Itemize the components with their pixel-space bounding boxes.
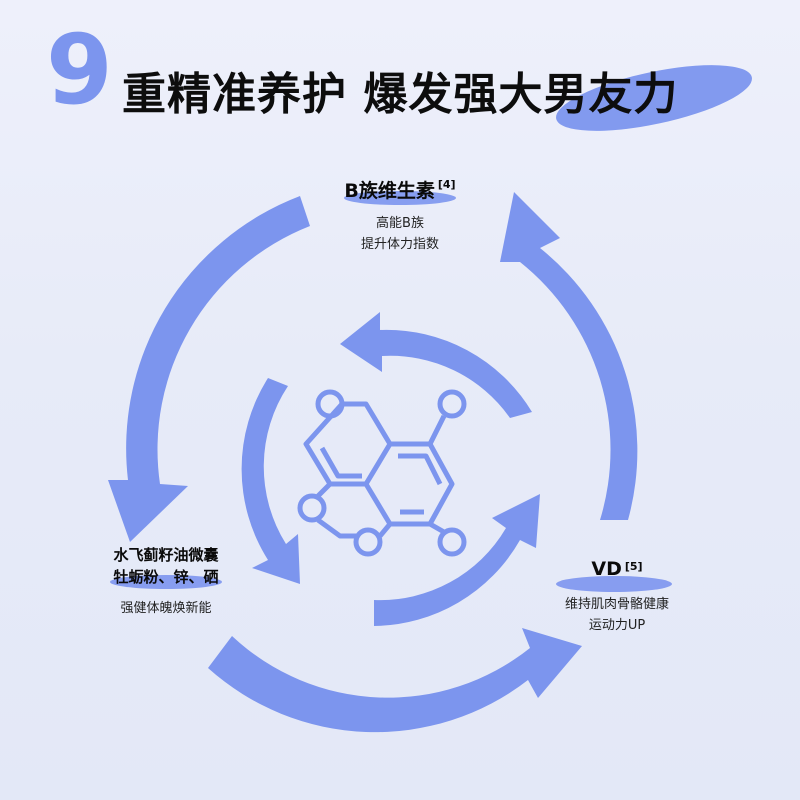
node-milk-thistle-line-1: 强健体魄焕新能 <box>120 601 212 616</box>
page-title: 重精准养护 爆发强大男友力 <box>122 69 679 120</box>
left-label-highlight <box>110 575 222 589</box>
node-vitamin-d: VD[5] 维持肌肉骨骼健康 运动力UP <box>532 558 702 636</box>
right-label-highlight <box>556 576 672 592</box>
molecule-icon <box>297 389 467 557</box>
node-b-vitamins-ref: [4] <box>437 178 456 191</box>
node-vitamin-d-line-1: 维持肌肉骨骼健康 <box>564 597 669 612</box>
node-b-vitamins-line-1: 高能B族 <box>376 216 424 231</box>
inner-arrow-bottom-icon <box>374 494 540 626</box>
inner-arrow-left-icon <box>241 378 300 584</box>
node-milk-thistle-title-2: 牡蛎粉、锌、硒 <box>113 568 219 586</box>
node-b-vitamins-title: B族维生素 <box>344 180 435 202</box>
node-vitamin-d-title: VD <box>591 558 622 580</box>
outer-arrow-right-icon <box>500 192 638 520</box>
outer-arrow-bottom-icon <box>208 628 582 733</box>
inner-arrow-top-icon <box>340 312 532 418</box>
outer-arrow-left-icon <box>108 196 310 542</box>
top-label-highlight <box>344 191 456 205</box>
node-b-vitamins-line-2: 提升体力指数 <box>360 237 439 252</box>
section-number: 9 <box>46 14 113 126</box>
node-vitamin-d-ref: [5] <box>624 560 643 573</box>
node-milk-thistle-title-1: 水飞蓟籽油微囊 <box>113 546 219 564</box>
node-vitamin-d-line-2: 运动力UP <box>588 618 646 633</box>
node-milk-thistle: 水飞蓟籽油微囊 牡蛎粉、锌、硒 强健体魄焕新能 <box>86 544 246 619</box>
node-b-vitamins: B族维生素[4] 高能B族 提升体力指数 <box>300 176 500 255</box>
